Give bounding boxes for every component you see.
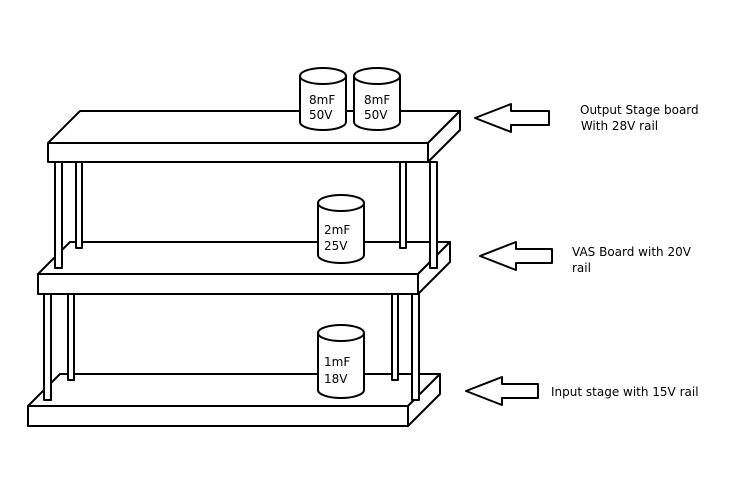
capacitor-voltage: 50V bbox=[364, 108, 388, 122]
capacitor-value: 8mF bbox=[309, 93, 335, 107]
capacitor bbox=[317, 194, 365, 264]
front-posts-upper bbox=[54, 161, 438, 269]
capacitor bbox=[299, 67, 347, 131]
capacitor-value: 1mF bbox=[324, 355, 350, 369]
front-posts-lower bbox=[43, 293, 420, 401]
output-stage-label: With 28V rail bbox=[577, 119, 658, 133]
arrow-left-icon bbox=[465, 376, 539, 406]
arrow-left-icon bbox=[479, 241, 553, 271]
output-stage-label: Output Stage board bbox=[580, 103, 699, 117]
vas-board-label: rail bbox=[572, 261, 591, 275]
vas-board-label: VAS Board with 20V bbox=[572, 245, 692, 259]
capacitor-value: 2mF bbox=[324, 223, 350, 237]
input-stage-label: Input stage with 15V rail bbox=[551, 385, 699, 399]
vas-board bbox=[37, 241, 451, 295]
capacitor-voltage: 25V bbox=[324, 239, 348, 253]
input-stage-board bbox=[27, 373, 441, 427]
capacitor bbox=[353, 67, 401, 131]
capacitor-voltage: 18V bbox=[324, 372, 348, 386]
capacitor bbox=[317, 324, 365, 399]
arrow-left-icon bbox=[474, 103, 550, 133]
capacitor-voltage: 50V bbox=[309, 108, 333, 122]
capacitor-value: 8mF bbox=[364, 93, 390, 107]
